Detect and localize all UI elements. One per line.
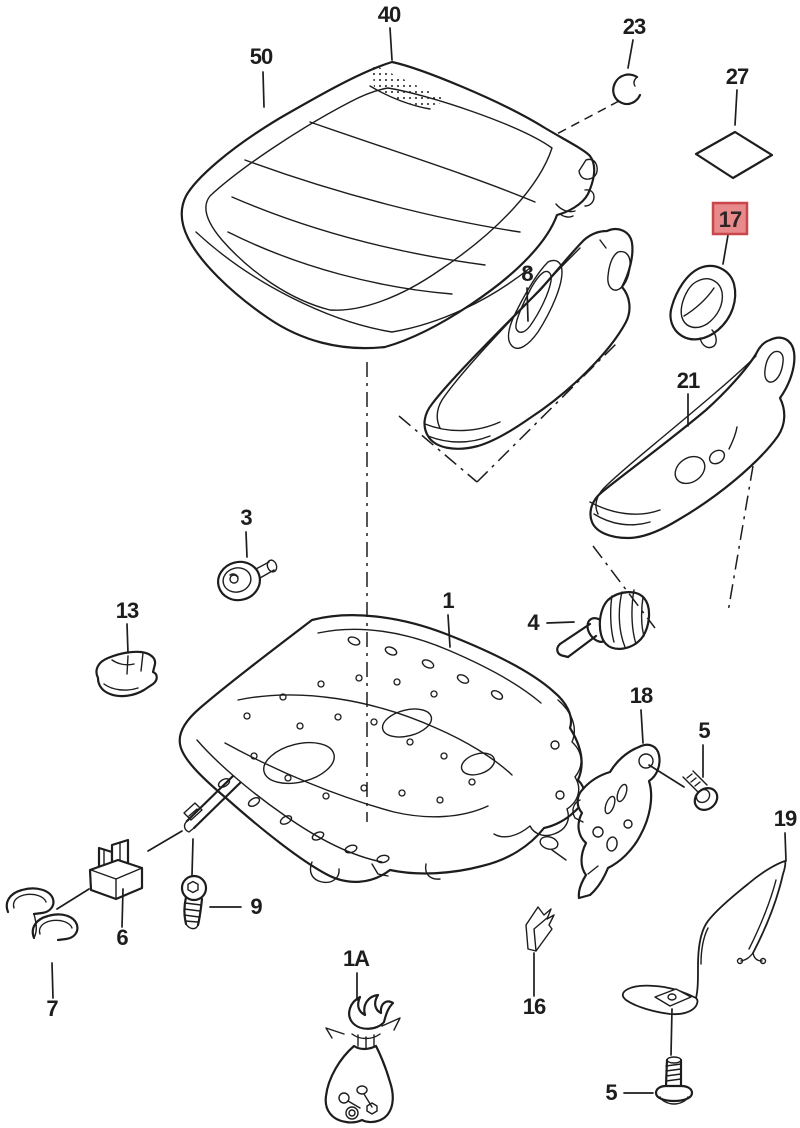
part-labels: 50 40 23 27 17 8 21 3 13 1 4 18 5 19 9 6… <box>46 2 798 1105</box>
part-label-8: 8 <box>521 261 533 286</box>
part-label-3: 3 <box>240 505 252 530</box>
part-label-5-lower: 5 <box>605 1080 617 1105</box>
adhesive-pad-part-27 <box>694 130 774 180</box>
leader-18 <box>640 709 644 744</box>
leader-6 <box>121 888 124 928</box>
lead-rod-to-6 <box>147 830 183 852</box>
frame-bolt-holes <box>243 674 476 804</box>
leader-17 <box>722 234 729 265</box>
seat-frame-part-1 <box>178 614 586 884</box>
leader-27 <box>734 89 738 126</box>
side-trim-panel-part-8 <box>423 227 634 450</box>
leader-50 <box>262 71 265 108</box>
leader-3 <box>245 531 248 558</box>
assembly-line-panel8-left <box>398 415 478 483</box>
leader-8 <box>526 287 529 322</box>
leader-4 <box>546 621 575 624</box>
hardware-bag-part-1A <box>324 993 401 1124</box>
part-label-9: 9 <box>250 894 262 919</box>
part-label-13: 13 <box>116 598 139 623</box>
construction-lines <box>366 100 754 822</box>
part-label-6: 6 <box>116 925 128 950</box>
part-label-23: 23 <box>623 14 646 39</box>
part-label-50: 50 <box>250 44 273 69</box>
cushion-corner-bracket <box>555 158 598 218</box>
connector-block-part-6 <box>88 838 144 901</box>
leader-13 <box>126 623 129 654</box>
leader-40 <box>389 27 393 61</box>
lead-18-to-5 <box>648 764 685 788</box>
part-label-16: 16 <box>523 994 546 1019</box>
assembly-line-clip23 <box>552 100 620 137</box>
part-label-27: 27 <box>726 64 749 89</box>
leader-1 <box>447 614 451 648</box>
clip-part-7 <box>5 887 79 942</box>
adjuster-knob-part-4 <box>556 589 651 659</box>
part-label-1: 1 <box>442 588 454 613</box>
part-label-17: 17 <box>719 207 742 232</box>
part-label-4: 4 <box>527 610 540 635</box>
bracket-plate-part-18 <box>572 743 661 900</box>
leader-7 <box>51 962 54 999</box>
part-label-21: 21 <box>677 368 700 393</box>
screw-part-9 <box>180 874 208 930</box>
fabric-dot-patch-part-40 <box>369 64 447 110</box>
leader-19 <box>784 832 787 862</box>
part-label-5-upper: 5 <box>698 718 710 743</box>
lead-rod-to-9 <box>191 838 194 876</box>
wedge-clip-part-16 <box>525 906 555 952</box>
part-label-19: 19 <box>774 806 797 831</box>
part-label-1A: 1A <box>343 946 370 971</box>
cap-fastener-part-3 <box>217 559 278 602</box>
assembly-line-panel21-right <box>727 465 754 613</box>
highlight-box-17 <box>711 201 749 236</box>
lead-7-to-6 <box>56 888 90 910</box>
slide-clip-part-13 <box>95 650 158 698</box>
wire-bracket-part-19 <box>621 860 787 1016</box>
side-trim-panel-part-21 <box>589 336 796 540</box>
frame-slide-rail <box>183 774 242 833</box>
seat-cushion-part-50 <box>180 60 598 350</box>
screw-part-5-lower <box>654 1056 694 1105</box>
bag-contents <box>338 1085 378 1120</box>
assembly-line-panel8-right <box>476 341 619 483</box>
retaining-clip-part-23 <box>612 73 642 106</box>
frame-rim-slots <box>217 636 504 864</box>
handle-trim-part-17 <box>669 264 737 349</box>
part-label-18: 18 <box>630 683 653 708</box>
leader-23 <box>627 39 634 69</box>
part-label-40: 40 <box>378 2 401 27</box>
part-label-7: 7 <box>46 996 58 1021</box>
assembly-line-panel21-left <box>592 545 656 629</box>
lead-19-to-5 <box>670 1008 673 1056</box>
part-label-17-highlighted: 17 <box>711 201 749 236</box>
screw-part-5-upper <box>682 770 719 811</box>
leader-lines <box>51 27 787 1094</box>
